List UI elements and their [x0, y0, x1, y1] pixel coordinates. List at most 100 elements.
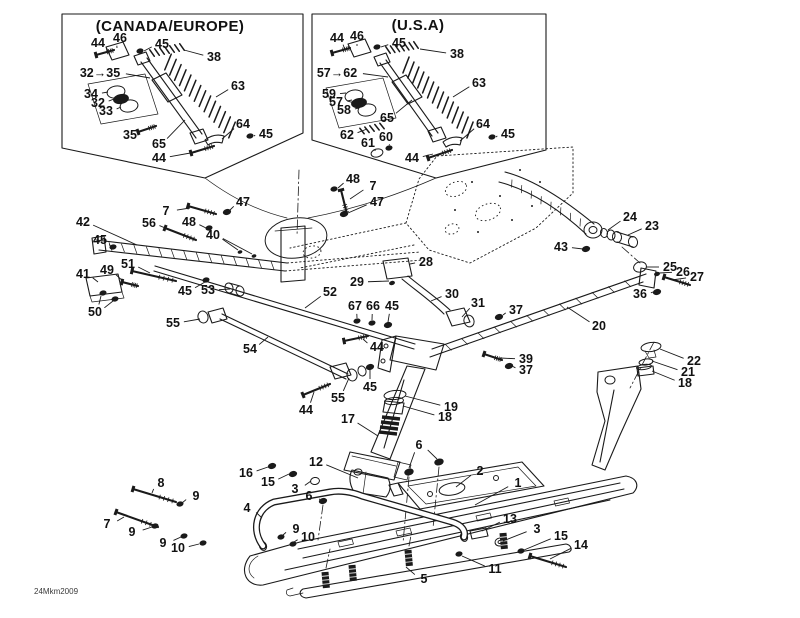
callout-15: 15 [554, 529, 568, 543]
callout-46: 46 [350, 29, 364, 43]
callout-64: 64 [476, 117, 490, 131]
callout-25: 25 [663, 260, 677, 274]
callout-39: 39 [519, 352, 533, 366]
callout-3235: 32→35 [80, 66, 120, 80]
callout-50: 50 [88, 305, 102, 319]
callout-48: 48 [346, 172, 360, 186]
inset-title-canada-europe: (CANADA/EUROPE) [96, 18, 245, 35]
callout-44: 44 [152, 151, 166, 165]
callout-28: 28 [419, 255, 433, 269]
callout-58: 58 [337, 103, 351, 117]
callout-38: 38 [207, 50, 221, 64]
callout-17: 17 [341, 412, 355, 426]
diagram-line-art [61, 13, 692, 599]
callout-36: 36 [633, 287, 647, 301]
callout-5: 5 [421, 572, 428, 586]
callout-63: 63 [472, 76, 486, 90]
callout-45: 45 [501, 127, 515, 141]
callout-10: 10 [171, 541, 185, 555]
callout-43: 43 [554, 240, 568, 254]
callout-49: 49 [100, 263, 114, 277]
callout-44: 44 [370, 340, 384, 354]
callout-19: 19 [444, 400, 458, 414]
callout-51: 51 [121, 257, 135, 271]
callout-16: 16 [239, 466, 253, 480]
callout-7: 7 [163, 204, 170, 218]
callout-27: 27 [690, 270, 704, 284]
callout-56: 56 [142, 216, 156, 230]
callout-35: 35 [123, 128, 137, 142]
callout-30: 30 [445, 287, 459, 301]
callout-67: 67 [348, 299, 362, 313]
drawing-code: 24Mkm2009 [34, 587, 79, 596]
callout-26: 26 [676, 265, 690, 279]
callout-23: 23 [645, 219, 659, 233]
callout-45: 45 [93, 233, 107, 247]
callout-54: 54 [243, 342, 257, 356]
callout-37: 37 [519, 363, 533, 377]
callout-33: 33 [99, 104, 113, 118]
callout-61: 61 [361, 136, 375, 150]
callout-15: 15 [261, 475, 275, 489]
callout-11: 11 [488, 562, 501, 576]
callout-65: 65 [152, 137, 166, 151]
callout-32: 32 [91, 96, 105, 110]
callout-1: 1 [515, 476, 522, 490]
callout-53: 53 [201, 283, 215, 297]
callout-10: 10 [301, 530, 315, 544]
callout-24: 24 [623, 210, 637, 224]
callout-47: 47 [236, 195, 250, 209]
callout-7: 7 [370, 179, 377, 193]
callout-14: 14 [574, 538, 588, 552]
callout-55: 55 [166, 316, 180, 330]
callout-64: 64 [236, 117, 250, 131]
callout-62: 62 [340, 128, 354, 142]
callout-21: 21 [681, 365, 695, 379]
callout-3: 3 [292, 482, 299, 496]
callout-3: 3 [534, 522, 541, 536]
callout-6: 6 [416, 438, 423, 452]
callout-66: 66 [366, 299, 380, 313]
callout-9: 9 [160, 536, 167, 550]
callout-65: 65 [380, 111, 394, 125]
callout-45: 45 [385, 299, 399, 313]
callout-13: 13 [503, 512, 517, 526]
callout-59: 59 [322, 87, 336, 101]
callout-45: 45 [392, 36, 406, 50]
callout-7: 7 [104, 517, 111, 531]
callout-44: 44 [299, 403, 313, 417]
callout-44: 44 [91, 36, 105, 50]
callout-9: 9 [293, 522, 300, 536]
callout-45: 45 [155, 37, 169, 51]
callout-9: 9 [193, 489, 200, 503]
callout-8: 8 [158, 476, 165, 490]
callout-31: 31 [471, 296, 485, 310]
callout-22: 22 [687, 354, 701, 368]
callout-2: 2 [477, 464, 484, 478]
callout-55: 55 [331, 391, 345, 405]
callout-9: 9 [129, 525, 136, 539]
callout-47: 47 [370, 195, 384, 209]
callout-60: 60 [379, 130, 393, 144]
callout-41: 41 [76, 267, 90, 281]
callout-48: 48 [182, 215, 196, 229]
callout-29: 29 [350, 275, 364, 289]
callout-18: 18 [438, 410, 452, 424]
callout-42: 42 [76, 215, 90, 229]
callout-44: 44 [330, 31, 344, 45]
inset-title-usa: (U.S.A) [392, 17, 445, 34]
callout-40: 40 [206, 228, 220, 242]
callout-12: 12 [309, 455, 323, 469]
callout-52: 52 [323, 285, 337, 299]
callout-37: 37 [509, 303, 523, 317]
callout-45: 45 [259, 127, 273, 141]
callout-63: 63 [231, 79, 245, 93]
callout-38: 38 [450, 47, 464, 61]
callout-5762: 57→62 [317, 66, 357, 80]
callout-44: 44 [405, 151, 419, 165]
callout-4: 4 [244, 501, 251, 515]
callout-46: 46 [113, 31, 127, 45]
